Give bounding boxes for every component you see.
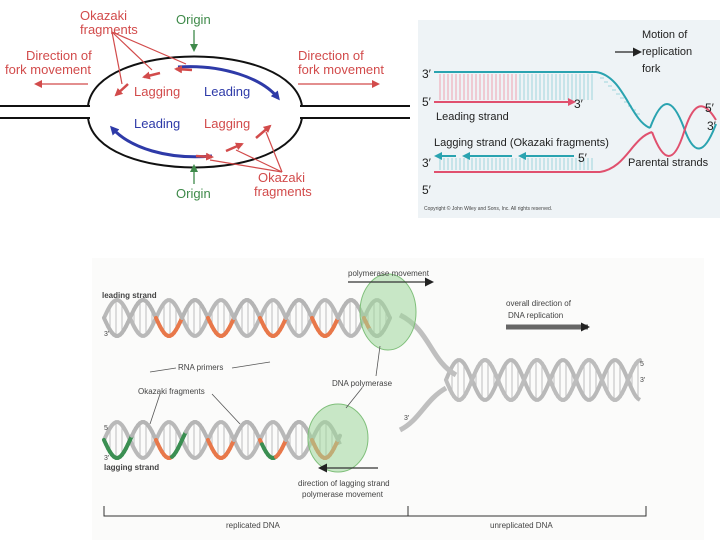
lagging-direction-label-2: polymerase movement	[302, 490, 384, 499]
replication-fork-diagram: Motion of replication fork 3′ 5′ Leading…	[418, 20, 720, 218]
okazaki-fragment	[195, 152, 214, 161]
helix-strand-segment	[636, 358, 642, 364]
polymerase-pointer	[375, 345, 381, 377]
fork-end-label: 5′	[422, 183, 432, 197]
okazaki-label-bottom-2: fragments	[254, 184, 312, 199]
fork-end-label: 3′	[574, 97, 584, 111]
okazaki-pointer	[209, 159, 283, 173]
lagging-label-bottom: Lagging	[204, 116, 250, 131]
origin-label-bottom: Origin	[176, 186, 211, 201]
dna-polymerase-label: DNA polymerase	[332, 379, 393, 388]
fork-end-label: 5′	[578, 151, 588, 165]
okazaki-label-bottom-1: Okazaki	[258, 170, 305, 185]
parental-helix-strand-1	[649, 103, 717, 150]
fork-base-pair-ticks	[439, 74, 640, 170]
fork-end-label: 3′	[707, 119, 717, 133]
replication-bubble-diagram: Okazaki fragments Origin Direction of fo…	[0, 8, 410, 201]
okazaki-fragment	[142, 71, 161, 80]
overall-direction-label-1: overall direction of	[506, 299, 572, 308]
okazaki-label-top-2: fragments	[80, 22, 138, 37]
fork-end-label: 3′	[422, 156, 432, 170]
dna-polymerase-upper	[359, 273, 417, 351]
leading-label-bottom: Leading	[134, 116, 180, 131]
leading-strand-label: leading strand	[102, 291, 157, 300]
fork-direction-label-right-1: Direction of	[298, 48, 364, 63]
helix-backbone	[444, 358, 642, 402]
parental-strands-label: Parental strands	[628, 157, 709, 169]
fork-end-label: 5′	[705, 101, 715, 115]
rna-primer-pointer	[231, 361, 271, 369]
polymerase-pointer	[345, 387, 363, 409]
fork-split-upper	[595, 71, 651, 129]
fork-direction-label-left-2: fork movement	[5, 62, 91, 77]
replicated-dna-label: replicated DNA	[226, 521, 280, 530]
leading-strand-label: Leading strand	[436, 111, 509, 123]
motion-label-3: fork	[642, 63, 661, 75]
helix-replication-diagram: polymerase movement leading strand overa…	[92, 258, 704, 540]
okazaki-pointer	[265, 131, 283, 173]
bubble-top-strand	[87, 55, 303, 107]
okazaki-pointer	[211, 393, 241, 425]
okazaki-pointer	[111, 31, 153, 71]
lagging-direction-label-1: direction of lagging strand	[298, 479, 390, 488]
helix-end-label: 5	[640, 361, 644, 368]
lagging-strand-label: Lagging strand (Okazaki fragments)	[434, 137, 609, 149]
okazaki-fragment	[174, 65, 193, 74]
okazaki-pointer	[111, 31, 123, 85]
leading-label-top: Leading	[204, 84, 250, 99]
okazaki-fragments-label: Okazaki fragments	[138, 387, 205, 396]
parental-helix-strand-2	[651, 105, 717, 157]
okazaki-pointer	[149, 393, 161, 425]
helix-backbone	[102, 420, 342, 460]
unreplicated-dna-label: unreplicated DNA	[490, 521, 553, 530]
fork-direction-label-left-1: Direction of	[26, 48, 92, 63]
lagging-strand-label: lagging strand	[104, 463, 159, 472]
polymerase-movement-label: polymerase movement	[348, 269, 430, 278]
fork-panel-background	[418, 20, 720, 218]
copyright-note: Copyright © John Wiley and Sons, Inc. Al…	[424, 205, 552, 212]
unwinding-strand-lower	[398, 385, 448, 433]
motion-label-1: Motion of	[642, 29, 688, 41]
origin-label-top: Origin	[176, 12, 211, 27]
unreplicated-dna-bracket	[407, 506, 647, 517]
helix-end-label: 3'	[640, 377, 645, 384]
leading-arrow-top	[177, 65, 280, 101]
helix-end-label: 3'	[104, 331, 109, 338]
okazaki-pointer	[235, 149, 283, 173]
fork-end-label: 5′	[422, 95, 432, 109]
rna-primer-pointer	[149, 367, 177, 373]
okazaki-fragment	[114, 83, 129, 97]
fork-end-label: 3′	[422, 67, 432, 81]
fork-direction-label-right-2: fork movement	[298, 62, 384, 77]
overall-direction-label-2: DNA replication	[508, 311, 563, 320]
lagging-label-top: Lagging	[134, 84, 180, 99]
okazaki-pointer	[111, 31, 187, 65]
dna-polymerase-lower	[307, 403, 369, 473]
helix-backbone	[102, 298, 392, 338]
motion-label-2: replication	[642, 46, 692, 58]
helix-end-label: 3'	[404, 415, 409, 422]
okazaki-label-top-1: Okazaki	[80, 8, 127, 23]
helix-end-label: 3'	[104, 455, 109, 462]
leading-arrow-bottom	[109, 125, 213, 159]
rna-primers-label: RNA primers	[178, 363, 223, 372]
helix-end-label: 5	[104, 425, 108, 432]
fork-split-lower	[599, 131, 653, 173]
okazaki-fragment	[255, 124, 272, 139]
okazaki-fragment	[225, 142, 244, 153]
